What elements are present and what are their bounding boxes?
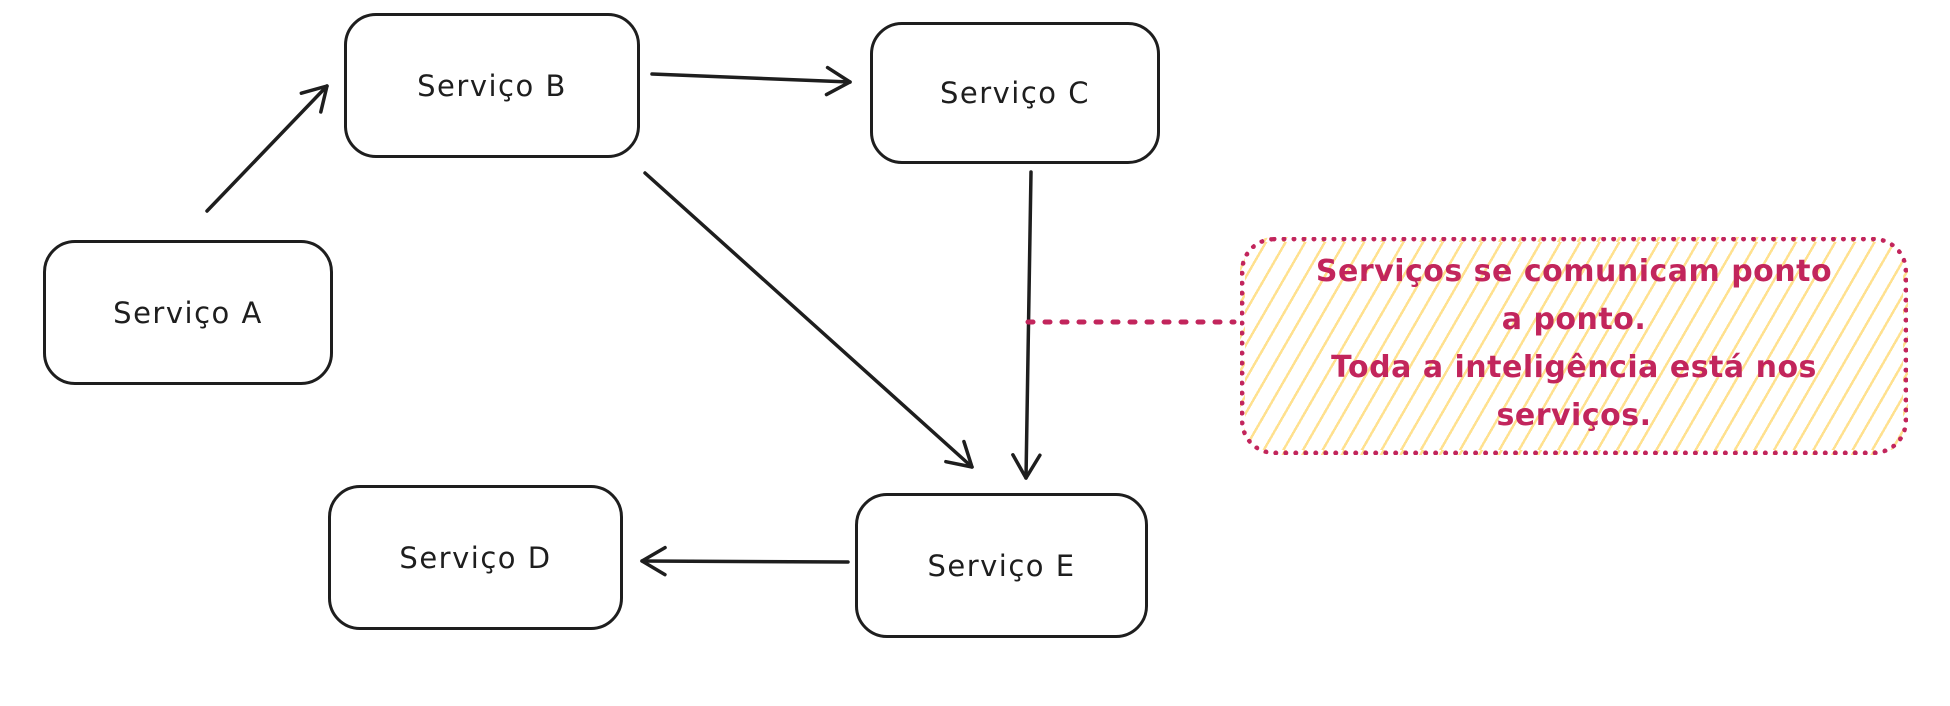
arrow-a-to-b: [205, 84, 329, 213]
arrow-c-to-e: [1011, 170, 1042, 480]
node-servico-a: Serviço A: [43, 240, 333, 385]
node-servico-a-label: Serviço A: [113, 295, 263, 330]
node-servico-e: Serviço E: [855, 493, 1148, 638]
arrow-b-to-e: [643, 171, 974, 469]
node-servico-e-label: Serviço E: [927, 548, 1076, 583]
note-line-2: Toda a inteligência está nos serviços.: [1331, 350, 1817, 433]
arrow-e-to-d: [640, 545, 850, 577]
node-servico-c: Serviço C: [870, 22, 1160, 164]
node-servico-d-label: Serviço D: [399, 540, 552, 575]
node-servico-b: Serviço B: [344, 13, 640, 158]
node-servico-c-label: Serviço C: [939, 76, 1091, 110]
arrow-b-to-c: [650, 65, 852, 97]
note-line-1: Serviços se comunicam ponto a ponto.: [1315, 254, 1833, 337]
node-servico-b-label: Serviço B: [417, 68, 567, 103]
note-annotation: Serviços se comunicam ponto a ponto. Tod…: [1240, 237, 1908, 455]
node-servico-d: Serviço D: [328, 485, 623, 630]
